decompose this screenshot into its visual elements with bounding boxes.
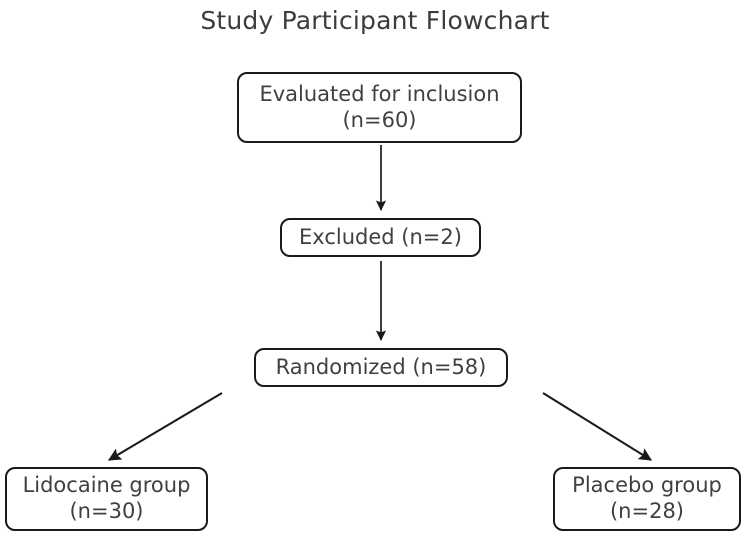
node-evaluated-for-inclusion: Evaluated for inclusion (n=60) — [237, 72, 522, 143]
edge-randomized-to-placebo — [542, 392, 653, 461]
node-lidocaine-group: Lidocaine group (n=30) — [5, 467, 208, 531]
edge-randomized-to-lidocaine — [107, 392, 223, 461]
node-excluded: Excluded (n=2) — [280, 218, 481, 257]
node-placebo-group: Placebo group (n=28) — [553, 467, 741, 531]
page-title: Study Participant Flowchart — [200, 6, 550, 35]
node-randomized: Randomized (n=58) — [254, 348, 508, 387]
